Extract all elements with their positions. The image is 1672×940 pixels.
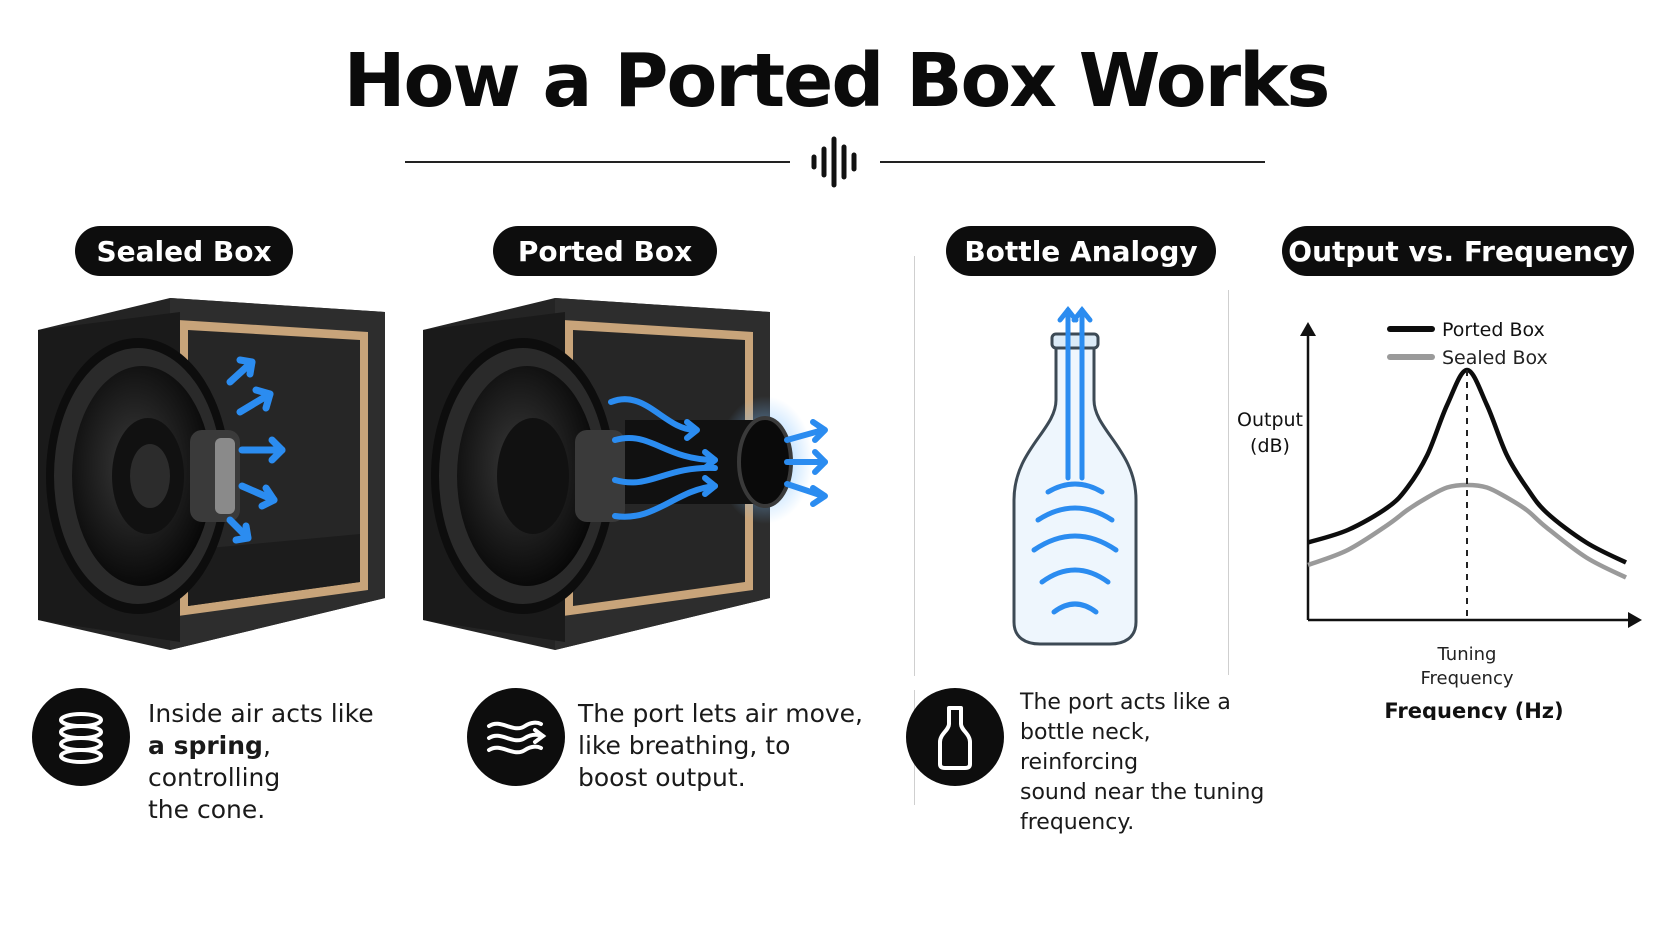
tuning-label-line1: Tuning: [1437, 644, 1497, 665]
sealed-caption-part2: , controlling: [148, 731, 281, 792]
bottle-illustration: [1012, 305, 1138, 646]
bottle-analogy-heading: Bottle Analogy: [946, 226, 1216, 276]
title-divider-right: [880, 161, 1265, 163]
bottle-icon: [906, 688, 1004, 786]
sealed-box-heading: Sealed Box: [75, 226, 293, 276]
output-frequency-heading: Output vs. Frequency: [1282, 226, 1634, 276]
ported-caption-line2: like breathing, to: [578, 731, 791, 760]
sealed-box-caption: Inside air acts like a spring, controlli…: [148, 698, 408, 826]
ported-box-caption: The port lets air move, like breathing, …: [578, 698, 878, 794]
ported-box-illustration: [423, 298, 828, 650]
y-axis-label-line1: Output: [1237, 409, 1303, 431]
x-axis-label: Frequency (Hz): [1384, 699, 1563, 720]
sealed-box-curve: [1307, 482, 1628, 580]
sound-wave-icon: [811, 136, 857, 188]
title-divider-left: [405, 161, 790, 163]
y-axis-label-line2: (dB): [1250, 435, 1290, 457]
airflow-waves-icon: [467, 688, 565, 786]
spring-coil-icon: [32, 688, 130, 786]
tuning-label-line2: Frequency: [1421, 668, 1514, 689]
separator-left: [914, 256, 915, 676]
bottle-analogy-caption: The port acts like a bottle neck, reinfo…: [1020, 688, 1270, 838]
sealed-box-illustration: [38, 298, 385, 650]
sealed-caption-part3: the cone.: [148, 795, 266, 824]
bottle-caption-line1: The port acts like a: [1020, 690, 1231, 715]
output-frequency-chart: Output (dB) Tuning Frequency Frequency (…: [1237, 319, 1642, 720]
legend-label-ported: Ported Box: [1442, 319, 1545, 341]
ported-box-heading: Ported Box: [493, 226, 717, 276]
y-axis-arrow: [1300, 322, 1316, 336]
page-title: How a Ported Box Works: [343, 38, 1331, 124]
sealed-caption-bold: a spring: [148, 731, 263, 760]
x-axis-arrow: [1628, 612, 1642, 628]
bottle-caption-line4: frequency.: [1020, 810, 1135, 835]
bottle-caption-line3: sound near the tuning: [1020, 780, 1265, 805]
bottle-caption-line2: bottle neck, reinforcing: [1020, 720, 1151, 775]
ported-caption-line3: boost output.: [578, 763, 746, 792]
sealed-caption-part1: Inside air acts like: [148, 699, 374, 728]
ported-caption-line1: The port lets air move,: [578, 699, 863, 728]
separator-right: [1228, 290, 1229, 675]
legend-label-sealed: Sealed Box: [1442, 347, 1548, 369]
